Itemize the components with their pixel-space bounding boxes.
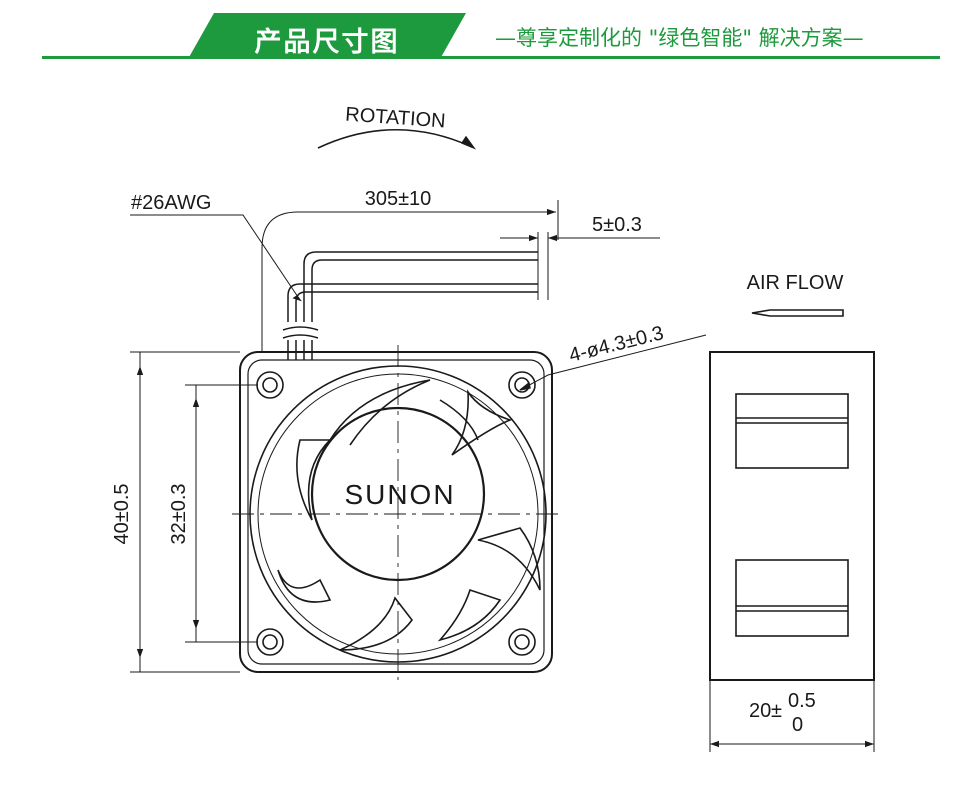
title-tab-background xyxy=(188,13,466,59)
centre-lines xyxy=(232,345,560,680)
hole-spacing-label: 32±0.3 xyxy=(168,483,190,544)
awg-leader xyxy=(130,214,301,301)
airflow-label: AIR FLOW xyxy=(747,272,844,294)
frame-size-label: 40±0.5 xyxy=(111,483,133,544)
brand-label: SUNON xyxy=(344,479,455,510)
rotation-arrow xyxy=(317,129,473,149)
fan-side-view xyxy=(709,351,875,681)
side-view-rib-top xyxy=(735,393,849,469)
page-tagline: —尊享定制化的 "绿色智能" 解决方案— xyxy=(495,26,864,50)
lead-length-ext xyxy=(261,211,299,352)
page-header: 产品尺寸图 —尊享定制化的 "绿色智能" 解决方案— xyxy=(0,0,980,70)
rotation-label: ROTATION xyxy=(345,104,447,133)
fan-blades xyxy=(277,379,541,651)
lead-length-label: 305±10 xyxy=(365,188,432,210)
lead-wires xyxy=(282,251,538,360)
strip-length-label: 5±0.3 xyxy=(592,214,642,236)
side-view-rib-bottom xyxy=(735,559,849,637)
depth-label: 20 xyxy=(749,700,771,722)
header-rule xyxy=(42,56,940,59)
wire-gauge-label: #26AWG xyxy=(131,192,211,214)
title-tab: 产品尺寸图 xyxy=(188,13,466,59)
mount-holes xyxy=(256,371,536,656)
airflow-arrow xyxy=(751,309,844,317)
fan-frame-inner xyxy=(247,359,545,665)
wire-strip-bracket xyxy=(537,232,549,300)
depth-tol-lower: 0 xyxy=(792,714,803,736)
fan-frame-outer xyxy=(239,351,553,673)
depth-plusminus: ± xyxy=(771,700,782,722)
depth-tol-upper: 0.5 xyxy=(788,690,816,712)
rotation-arrowhead xyxy=(460,135,477,150)
page-title: 产品尺寸图 xyxy=(254,27,400,58)
mount-hole-label: 4-ø4.3±0.3 xyxy=(567,322,666,367)
